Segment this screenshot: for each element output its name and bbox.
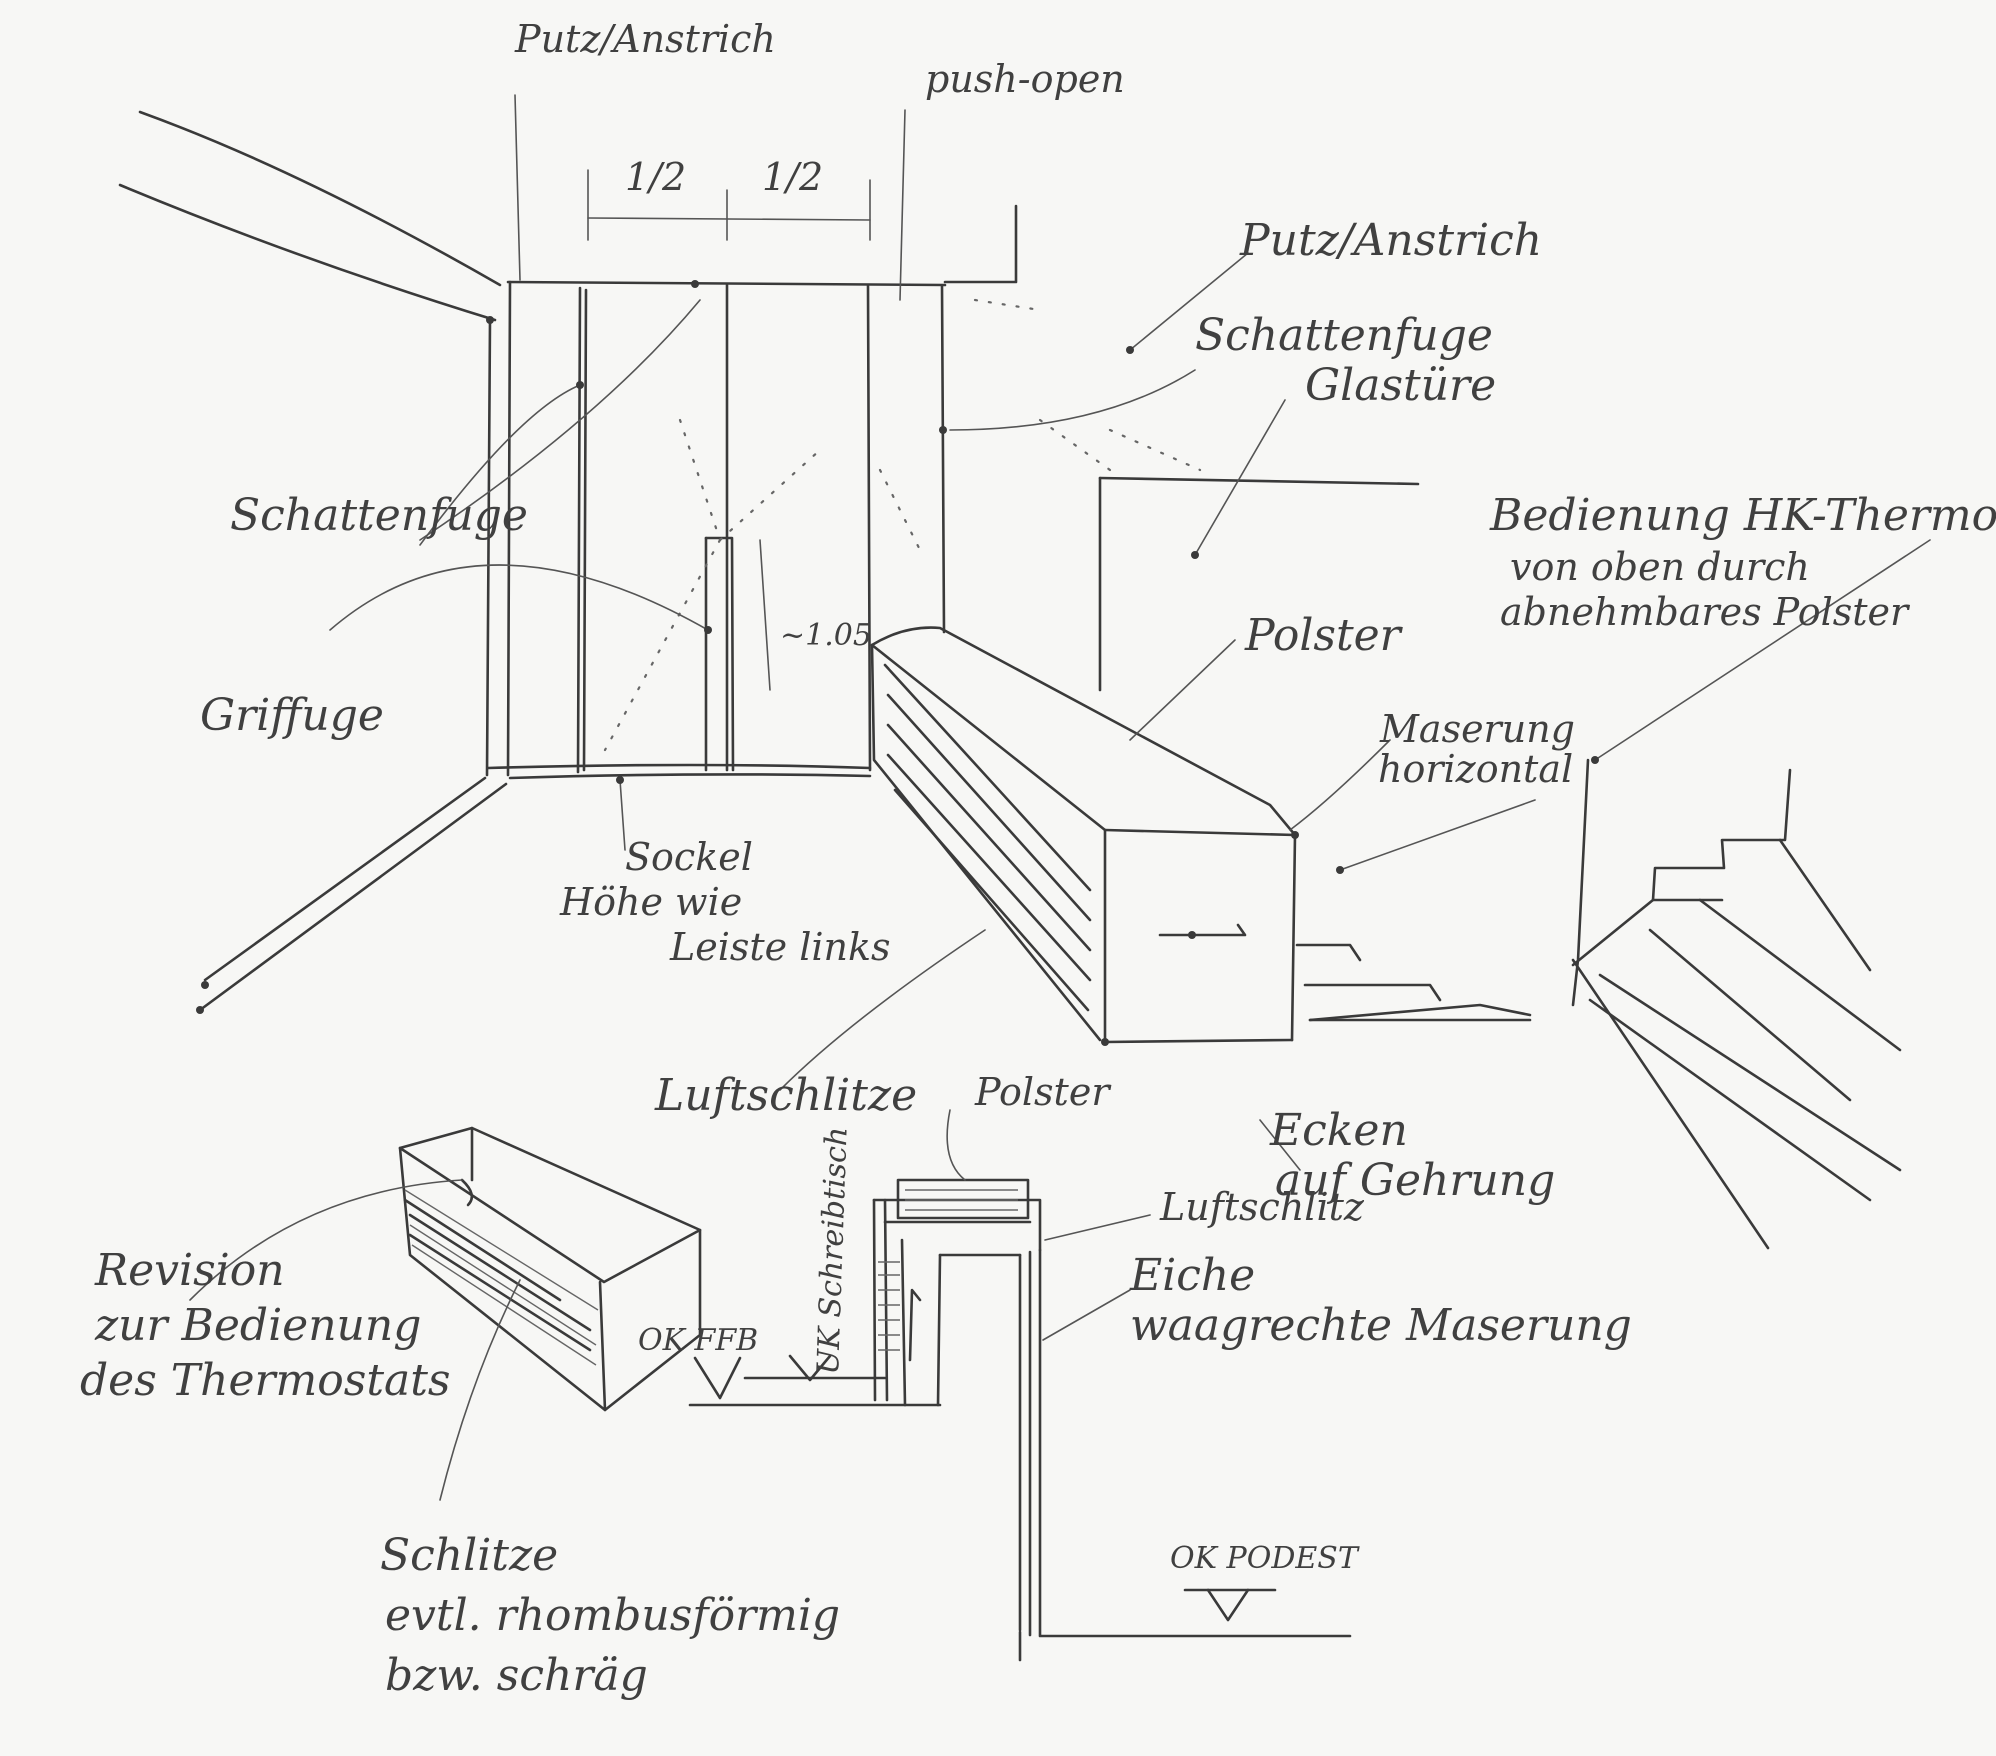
label-sockel-3: Leiste links [669,925,891,969]
label-sockel-1: Sockel [625,835,753,879]
label-okffb: OK FFB [638,1323,758,1358]
label-ecken-2: auf Gehrung [1275,1155,1555,1206]
label-schattenfuge-left: Schattenfuge [230,490,528,541]
label-putz-right: Putz/Anstrich [1239,215,1542,266]
label-bedienung-2: von oben durch [1510,545,1810,589]
label-schlitze-1: Schlitze [380,1530,558,1581]
label-luftschlitze: Luftschlitze [654,1070,917,1121]
label-half-left: 1/2 [625,155,686,199]
label-polster-top: Polster [1244,610,1404,661]
label-dim-height: ~1.05 [780,618,872,653]
label-ecken-1: Ecken [1269,1105,1408,1156]
label-glastuere: Glastüre [1305,360,1496,411]
label-bedienung-1: Bedienung HK-Thermostat [1489,490,1996,541]
bench-section [688,1109,1352,1662]
label-putz-top: Putz/Anstrich [514,17,776,61]
label-schlitze-2: evtl. rhombusförmig [385,1590,840,1641]
label-maserung-2: horizontal [1378,747,1573,791]
label-revision-2: zur Bedienung [94,1300,421,1351]
thermostat-box-sketch [189,1126,702,1501]
label-luftschlitz: Luftschlitz [1159,1185,1365,1229]
label-push-open: push-open [925,57,1125,101]
label-polster-section: Polster [974,1070,1112,1114]
label-uk-schreibtisch: UK Schreibtisch [811,1126,855,1375]
label-sockel-2: Höhe wie [559,880,742,924]
label-griffuge: Griffuge [200,690,384,741]
label-half-right: 1/2 [762,155,823,199]
label-eiche-2: waagrechte Maserung [1130,1300,1632,1351]
label-maserung-1: Maserung [1379,707,1575,751]
label-eiche-1: Eiche [1129,1250,1255,1301]
annotations: Putz/Anstrich push-open 1/2 1/2 Putz/Ans… [80,17,1996,1701]
label-ok-podest: OK PODEST [1170,1541,1360,1576]
label-schlitze-3: bzw. schräg [385,1650,648,1701]
perspective-room [118,94,1931,1250]
label-revision-3: des Thermostats [80,1355,451,1406]
label-revision-1: Revision [94,1245,285,1296]
label-schattenfuge-right: Schattenfuge [1195,310,1493,361]
label-bedienung-3: abnehmbares Polster [1500,590,1911,634]
